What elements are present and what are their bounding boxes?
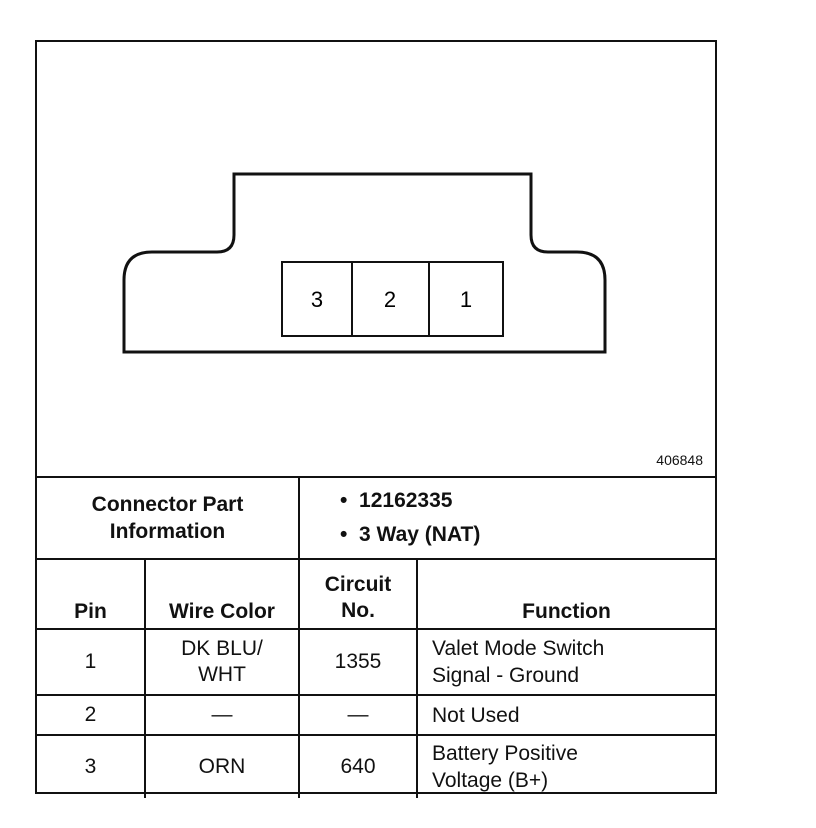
cavity-1-label: 1 [460,287,472,312]
part-info-label: Connector Part Information [37,476,300,560]
circuit-cell: — [298,694,418,736]
function-line2: Voltage (B+) [432,769,549,792]
circuit-cell: 640 [298,734,418,798]
circuit-cell: 1355 [298,628,418,696]
function-line1: Battery Positive [432,742,578,765]
connector-type: 3 Way (NAT) [340,518,715,552]
wire-color-line1: DK BLU/ [181,637,263,660]
pin-cell: 2 [37,694,146,736]
header-function: Function [416,558,715,630]
pin-cell: 1 [37,628,146,696]
function-cell: Battery Positive Voltage (B+) [416,734,715,798]
table-row: 3 ORN 640 Battery Positive Voltage (B+) [37,734,715,798]
pinout-table: Connector Part Information 12162335 3 Wa… [37,476,715,798]
header-pin: Pin [37,558,146,630]
header-wire-color: Wire Color [144,558,300,630]
pin-cell: 3 [37,734,146,798]
part-info-label-line2: Information [109,520,226,543]
header-circuit: Circuit No. [298,558,418,630]
function-line1: Valet Mode Switch [432,637,605,660]
wire-color-line2: WHT [198,663,246,686]
function-cell: Not Used [416,694,715,736]
cavity-1 [428,261,504,337]
function-cell: Valet Mode Switch Signal - Ground [416,628,715,696]
header-row: Pin Wire Color Circuit No. Function [37,558,715,630]
connector-diagram-frame: 3 2 1 406848 Connector Part Information … [35,40,717,798]
table-row: 1 DK BLU/ WHT 1355 Valet Mode Switch Sig… [37,628,715,696]
cavity-block: 3 2 1 [281,261,504,337]
part-info-row: Connector Part Information 12162335 3 Wa… [37,476,715,560]
header-circuit-line2: No. [341,599,375,622]
figure-number: 406848 [656,452,703,468]
connector-drawing: 3 2 1 [122,172,607,354]
connector-housing-outline [122,172,607,354]
header-circuit-line1: Circuit [324,573,392,596]
cavity-3-label: 3 [311,287,323,312]
function-line2: Signal - Ground [432,664,580,687]
wire-color-cell: ORN [144,734,300,798]
cavity-2-label: 2 [384,287,396,312]
table-row: 2 — — Not Used [37,694,715,736]
wire-color-cell: DK BLU/ WHT [144,628,300,696]
part-info-list: 12162335 3 Way (NAT) [298,476,715,560]
wire-color-cell: — [144,694,300,736]
part-info-label-line1: Connector Part [91,493,244,516]
part-number: 12162335 [340,484,715,518]
